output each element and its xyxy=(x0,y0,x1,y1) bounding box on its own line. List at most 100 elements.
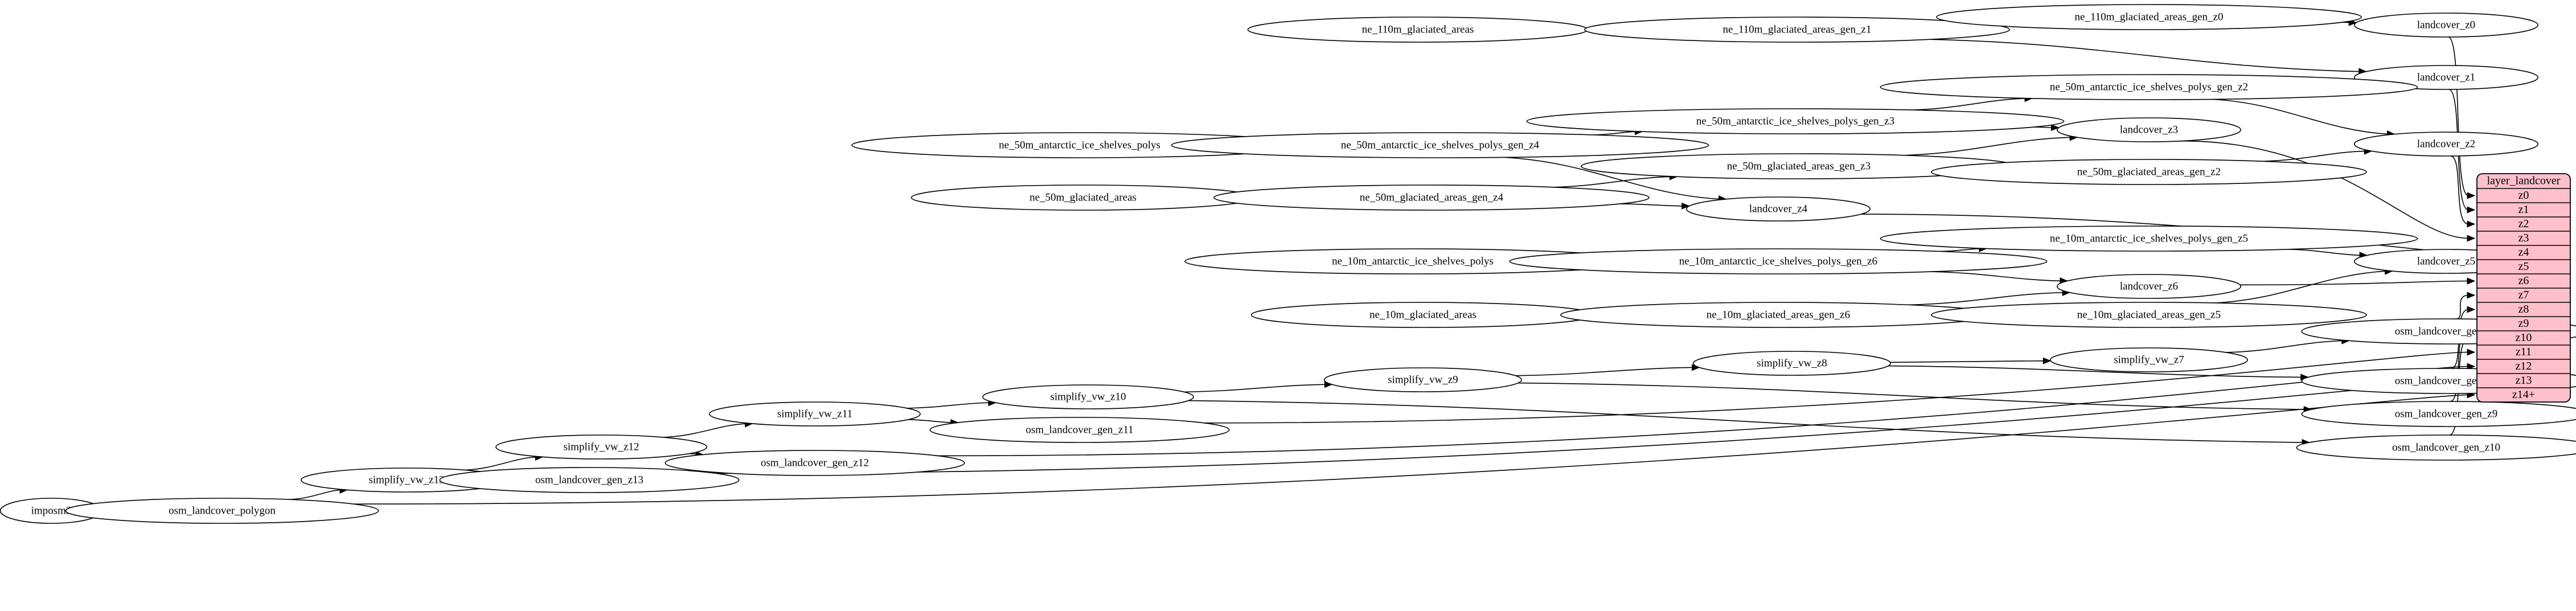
node-shape-ne_10m_antarctic_ice_shelves_polys_gen_z5 xyxy=(1880,225,2418,252)
edge-arrowhead xyxy=(2467,192,2476,199)
node-landcover_z4[interactable]: landcover_z4 xyxy=(1686,196,1871,222)
node-shape-simplify_vw_z12 xyxy=(495,434,707,460)
node-shape-simplify_vw_z9 xyxy=(1324,367,1522,392)
edge-arrowhead xyxy=(2467,306,2476,313)
edge-simplify_vw_z10--to--osm_landcover_gen_z10 xyxy=(1188,400,2304,443)
node-simplify_vw_z9[interactable]: simplify_vw_z9 xyxy=(1324,367,1522,392)
node-simplify_vw_z8[interactable]: simplify_vw_z8 xyxy=(1693,351,1891,376)
node-osm_landcover_gen_z11[interactable]: osm_landcover_gen_z11 xyxy=(929,417,1230,443)
node-ne_10m_glaciated_areas_gen_z6[interactable]: ne_10m_glaciated_areas_gen_z6 xyxy=(1560,302,1996,328)
node-shape-ne_50m_glaciated_areas xyxy=(910,184,1256,211)
node-landcover_z0[interactable]: landcover_z0 xyxy=(2354,13,2538,38)
edge-simplify_vw_z13--to--simplify_vw_z12 xyxy=(465,456,537,471)
node-osm_landcover_gen_z12[interactable]: osm_landcover_gen_z12 xyxy=(664,450,965,476)
edge-arrowhead xyxy=(2467,363,2476,370)
edge-ne_10m_antarctic_ice_shelves_polys_gen_z6--to--ne_10m_antarctic_ice_shelves_polys_gen_z5 xyxy=(1941,248,1980,252)
node-shape-ne_50m_antarctic_ice_shelves_polys_gen_z2 xyxy=(1880,74,2418,100)
edge-ne_50m_glaciated_areas_gen_z4--to--landcover_z4 xyxy=(1620,203,1683,207)
node-ne_50m_antarctic_ice_shelves_polys_gen_z4[interactable]: ne_50m_antarctic_ice_shelves_polys_gen_z… xyxy=(1171,132,1709,158)
node-ne_50m_antarctic_ice_shelves_polys_gen_z3[interactable]: ne_50m_antarctic_ice_shelves_polys_gen_z… xyxy=(1526,108,2065,134)
edge-ne_50m_glaciated_areas_gen_z4--to--ne_50m_glaciated_areas_gen_z3 xyxy=(1553,176,1671,188)
edge-simplify_vw_z11--to--osm_landcover_gen_z11 xyxy=(908,419,952,423)
edge-ne_50m_antarctic_ice_shelves_polys_gen_z3--to--ne_50m_antarctic_ice_shelves_polys_gen_z2 xyxy=(1912,98,2026,110)
node-shape-ne_50m_antarctic_ice_shelves_polys_gen_z4 xyxy=(1171,132,1709,158)
node-shape-osm_landcover_gen_z12 xyxy=(664,450,965,476)
edge-arrowhead xyxy=(2467,292,2476,299)
node-osm_landcover_gen_z13[interactable]: osm_landcover_gen_z13 xyxy=(439,467,740,493)
edge-arrowhead xyxy=(2467,220,2476,228)
edge-landcover_z6--to--layer_landcover-z6 xyxy=(2239,280,2469,286)
edge-arrowhead xyxy=(2467,277,2476,285)
node-shape-landcover_z2 xyxy=(2354,132,2538,157)
edge-simplify_vw_z10--to--simplify_vw_z9 xyxy=(1184,384,1326,393)
edge-arrowhead xyxy=(1681,202,1691,210)
node-shape-osm_landcover_polygon xyxy=(65,498,379,524)
edge-osm_landcover_polygon--to--layer_landcover-z14- xyxy=(354,394,2469,505)
node-ne_110m_glaciated_areas[interactable]: ne_110m_glaciated_areas xyxy=(1247,17,1589,43)
node-simplify_vw_z7[interactable]: simplify_vw_z7 xyxy=(2050,347,2248,372)
node-ne_50m_antarctic_ice_shelves_polys_gen_z2[interactable]: ne_50m_antarctic_ice_shelves_polys_gen_z… xyxy=(1880,74,2418,100)
node-shape-landcover_z6 xyxy=(2057,274,2241,299)
edge-arrowhead xyxy=(2042,357,2052,364)
node-ne_50m_glaciated_areas_gen_z2[interactable]: ne_50m_glaciated_areas_gen_z2 xyxy=(1931,159,2367,185)
node-osm_landcover_polygon[interactable]: osm_landcover_polygon xyxy=(65,498,379,524)
edge-arrowhead xyxy=(2467,235,2476,242)
node-shape-simplify_vw_z11 xyxy=(709,401,921,427)
edge-ne_50m_antarctic_ice_shelves_polys_gen_z2--to--landcover_z2 xyxy=(2212,99,2389,135)
node-shape-ne_10m_glaciated_areas_gen_z5 xyxy=(1931,302,2367,328)
node-ne_50m_glaciated_areas[interactable]: ne_50m_glaciated_areas xyxy=(910,184,1256,211)
node-shape-osm_landcover_gen_z11 xyxy=(929,417,1230,443)
node-simplify_vw_z10[interactable]: simplify_vw_z10 xyxy=(982,384,1194,409)
edge-osm_landcover_gen_z7--to--layer_landcover-z7 xyxy=(2456,294,2469,319)
node-osm_landcover_gen_z10[interactable]: osm_landcover_gen_z10 xyxy=(2296,434,2576,461)
node-ne_50m_glaciated_areas_gen_z4[interactable]: ne_50m_glaciated_areas_gen_z4 xyxy=(1213,184,1650,211)
edge-landcover_z3--to--layer_landcover-z3 xyxy=(2182,140,2469,239)
edge-simplify_vw_z7--to--osm_landcover_gen_z7 xyxy=(2226,340,2343,353)
node-shape-ne_110m_glaciated_areas_gen_z1 xyxy=(1584,17,2010,43)
edge-ne_50m_antarctic_ice_shelves_polys_gen_z4--to--ne_50m_antarctic_ice_shelves_polys_gen_z3 xyxy=(1593,131,1636,136)
node-shape-ne_10m_glaciated_areas_gen_z6 xyxy=(1560,302,1996,328)
edge-osm_landcover_gen_z11--to--layer_landcover-z11 xyxy=(1204,351,2469,424)
node-ne_10m_glaciated_areas[interactable]: ne_10m_glaciated_areas xyxy=(1250,302,1595,328)
node-shape-ne_10m_antarctic_ice_shelves_polys_gen_z6 xyxy=(1509,248,2048,274)
node-shape-simplify_vw_z10 xyxy=(982,384,1194,409)
node-shape-ne_10m_glaciated_areas xyxy=(1250,302,1595,328)
edge-ne_10m_antarctic_ice_shelves_polys_gen_z6--to--landcover_z6 xyxy=(1930,271,2061,282)
edge-simplify_vw_z12--to--simplify_vw_z11 xyxy=(663,423,746,438)
node-ne_10m_antarctic_ice_shelves_polys_gen_z6[interactable]: ne_10m_antarctic_ice_shelves_polys_gen_z… xyxy=(1509,248,2048,274)
node-ne_10m_glaciated_areas_gen_z5[interactable]: ne_10m_glaciated_areas_gen_z5 xyxy=(1931,302,2367,328)
node-shape-landcover_z0 xyxy=(2354,13,2538,38)
node-simplify_vw_z12[interactable]: simplify_vw_z12 xyxy=(495,434,707,460)
node-osm_landcover_gen_z9[interactable]: osm_landcover_gen_z9 xyxy=(2301,401,2576,427)
node-shape-landcover_z3 xyxy=(2057,117,2241,142)
node-shape-simplify_vw_z8 xyxy=(1693,351,1891,376)
node-ne_10m_antarctic_ice_shelves_polys_gen_z5[interactable]: ne_10m_antarctic_ice_shelves_polys_gen_z… xyxy=(1880,225,2418,252)
edge-ne_10m_antarctic_ice_shelves_polys_gen_z5--to--landcover_z5 xyxy=(2288,248,2361,256)
node-shape-ne_50m_glaciated_areas_gen_z4 xyxy=(1213,184,1650,211)
edge-arrowhead xyxy=(2467,206,2476,214)
node-ne_110m_glaciated_areas_gen_z0[interactable]: ne_110m_glaciated_areas_gen_z0 xyxy=(1936,4,2362,30)
node-landcover_z3[interactable]: landcover_z3 xyxy=(2057,117,2241,142)
edge-landcover_z2--to--layer_landcover-z2 xyxy=(2450,155,2469,225)
node-shape-ne_50m_antarctic_ice_shelves_polys_gen_z3 xyxy=(1526,108,2065,134)
node-shape-osm_landcover_gen_z10 xyxy=(2296,434,2576,461)
edge-simplify_vw_z8--to--simplify_vw_z7 xyxy=(1890,360,2045,363)
edge-simplify_vw_z8--to--osm_landcover_gen_z8 xyxy=(1888,365,2302,378)
edge-ne_50m_glaciated_areas_gen_z3--to--landcover_z3 xyxy=(1904,137,2072,156)
edge-ne_110m_glaciated_areas_gen_z1--to--landcover_z1 xyxy=(1930,39,2360,72)
edge-simplify_vw_z9--to--simplify_vw_z8 xyxy=(1515,367,1693,376)
node-landcover_z6[interactable]: landcover_z6 xyxy=(2057,274,2241,299)
edge-ne_50m_antarctic_ice_shelves_polys_gen_z4--to--landcover_z4 xyxy=(1504,157,1720,200)
node-shape-osm_landcover_gen_z9 xyxy=(2301,401,2576,427)
edge-arrowhead xyxy=(2467,348,2476,356)
edge-landcover_z0--to--layer_landcover-z0 xyxy=(2448,36,2469,196)
layer-landcover-table: layer_landcoverz0z1z2z3z4z5z6z7z8z9z10z1… xyxy=(2476,173,2571,403)
node-landcover_z2[interactable]: landcover_z2 xyxy=(2354,132,2538,157)
edge-ne_10m_glaciated_areas_gen_z5--to--landcover_z5 xyxy=(2215,270,2386,304)
edge-simplify_vw_z9--to--osm_landcover_gen_z9 xyxy=(1517,382,2306,410)
node-simplify_vw_z11[interactable]: simplify_vw_z11 xyxy=(709,401,921,427)
node-shape-ne_50m_glaciated_areas_gen_z2 xyxy=(1931,159,2367,185)
